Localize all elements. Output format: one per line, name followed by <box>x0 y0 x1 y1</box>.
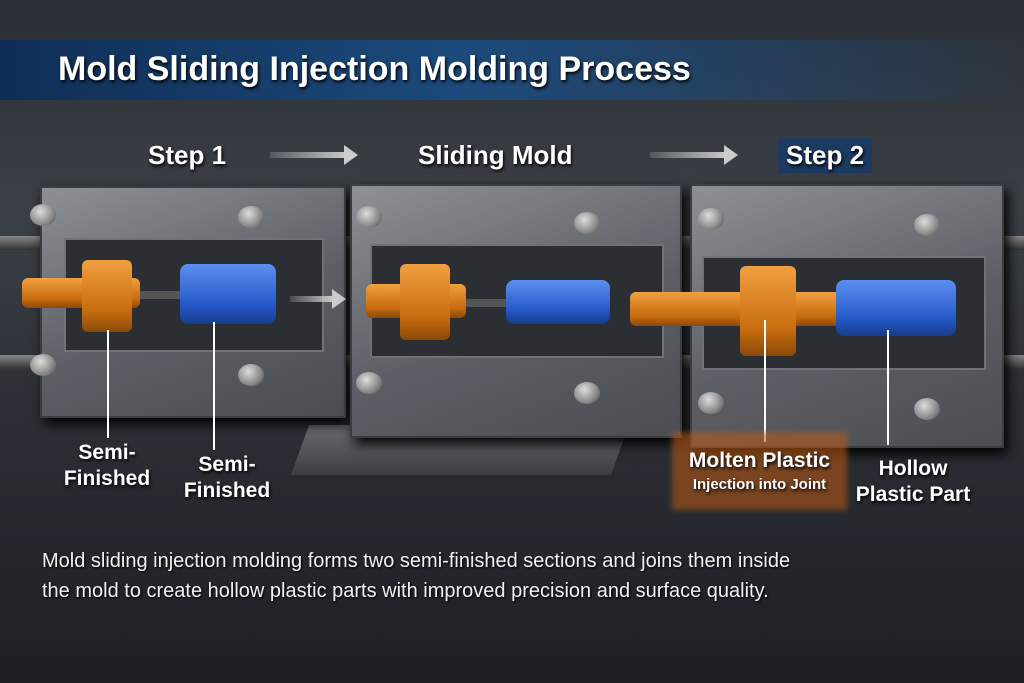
caption-line: Mold sliding injection molding forms two… <box>42 550 791 572</box>
bolt-icon <box>238 206 264 228</box>
label-line: Molten Plastic <box>688 449 831 472</box>
label-line: Semi- <box>198 453 256 476</box>
hollow-part-label: Hollow Plastic Part <box>848 456 978 508</box>
semi-finished-orange-part <box>82 260 132 332</box>
leader-line <box>887 330 889 445</box>
arrow-right-icon <box>650 145 738 165</box>
bolt-icon <box>698 208 724 230</box>
title-banner <box>0 40 1024 100</box>
bolt-icon <box>914 214 940 236</box>
page-title: Mold Sliding Injection Molding Process <box>58 50 691 88</box>
molten-plastic-joint <box>740 266 796 356</box>
hollow-plastic-part-blue <box>836 280 956 336</box>
bolt-icon <box>238 364 264 386</box>
leader-line <box>107 330 109 438</box>
semi-finished-label-2: Semi- Finished <box>172 452 282 504</box>
label-subline: Injection into Joint <box>692 476 827 493</box>
arrow-right-icon <box>290 289 346 309</box>
molten-plastic-label: Molten Plastic Injection into Joint <box>672 448 847 496</box>
caption-line: the mold to create hollow plastic parts … <box>42 580 769 602</box>
bolt-icon <box>574 382 600 404</box>
bolt-icon <box>30 354 56 376</box>
bolt-icon <box>914 398 940 420</box>
step-1-label: Step 1 <box>148 140 227 170</box>
semi-finished-label-1: Semi- Finished <box>52 440 162 492</box>
description-caption: Mold sliding injection molding forms two… <box>42 546 992 606</box>
semi-finished-orange-part <box>400 264 450 340</box>
label-line: Finished <box>63 467 151 490</box>
bolt-icon <box>698 392 724 414</box>
semi-finished-blue-part <box>506 280 610 324</box>
label-line: Hollow <box>878 457 948 480</box>
semi-finished-blue-part <box>180 264 276 324</box>
bolt-icon <box>356 372 382 394</box>
arrow-right-icon <box>270 145 358 165</box>
bolt-icon <box>356 206 382 228</box>
label-line: Plastic Part <box>855 483 971 506</box>
leader-line <box>213 322 215 450</box>
label-line: Finished <box>183 479 271 502</box>
label-line: Semi- <box>78 441 136 464</box>
step-2-label: Step 2 <box>778 138 873 173</box>
sliding-mold-label: Sliding Mold <box>418 140 573 170</box>
connecting-pin <box>450 299 520 307</box>
leader-line <box>764 320 766 442</box>
bolt-icon <box>574 212 600 234</box>
connecting-pin <box>130 291 190 299</box>
bolt-icon <box>30 204 56 226</box>
molten-glow <box>672 432 847 510</box>
